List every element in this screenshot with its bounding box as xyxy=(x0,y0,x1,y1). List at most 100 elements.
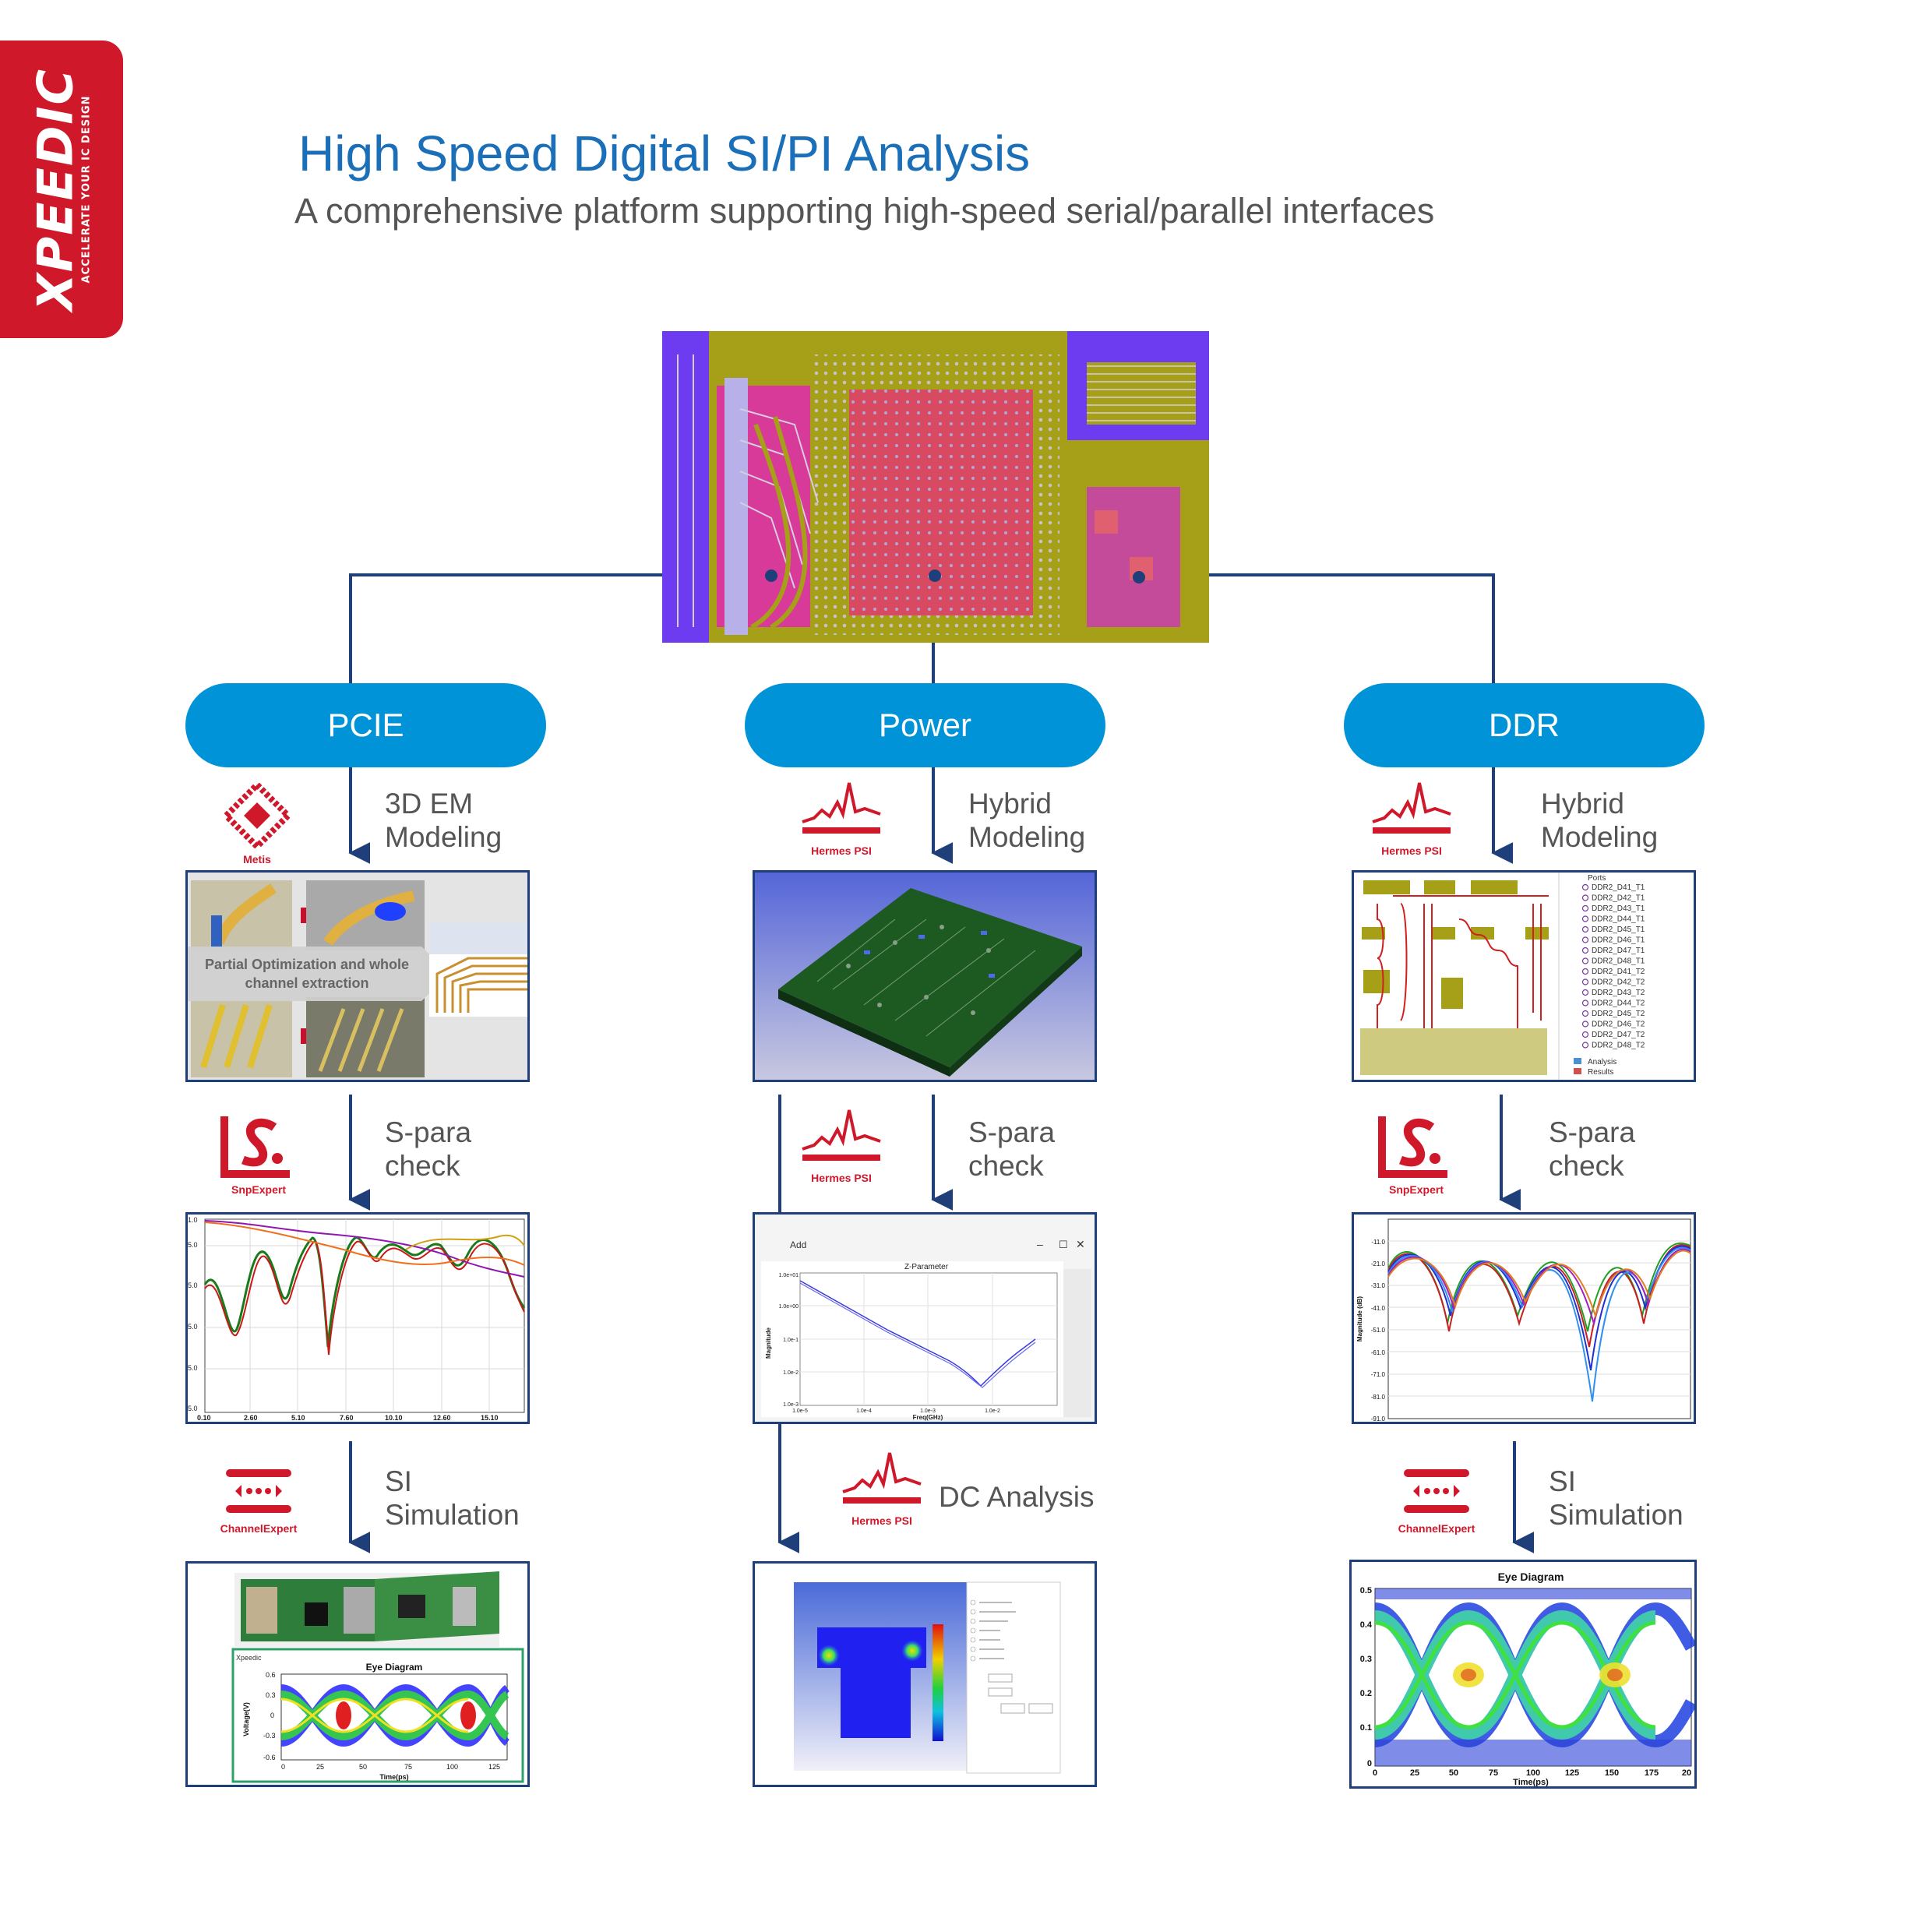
port-item[interactable]: DDR2_D45_T2 xyxy=(1592,1010,1645,1018)
eye-ytick: 0.3 xyxy=(266,1691,276,1699)
ddr-spara-ytick: -51.0 xyxy=(1371,1327,1386,1334)
ddr-eye-ytick: 0.3 xyxy=(1360,1655,1372,1664)
ddr-eye-xtick: 175 xyxy=(1645,1768,1659,1778)
ddr-spara-ylabel: Magnitude (dB) xyxy=(1356,1296,1363,1342)
hermes-icon xyxy=(795,779,888,841)
ddr-spara-ytick: -31.0 xyxy=(1371,1282,1386,1289)
pcb-layout-image xyxy=(662,331,1209,643)
ddr-spara-ytick: -11.0 xyxy=(1371,1239,1385,1246)
pcie-spara-ytick: 5.0 xyxy=(188,1282,198,1289)
zparam-xlabel: Freq(GHz) xyxy=(913,1414,943,1421)
hermes-logo-power-1: Hermes PSI xyxy=(795,779,888,857)
metis-logo-label: Metis xyxy=(210,853,304,866)
metis-logo: Metis xyxy=(210,783,304,866)
ddr-eye-xtick: 100 xyxy=(1526,1768,1540,1778)
pcie-spara-xtick: 2.60 xyxy=(244,1414,258,1422)
ddr-eye-xtick: 25 xyxy=(1410,1768,1419,1778)
ddr-eye-xtick: 150 xyxy=(1605,1768,1619,1778)
pcie-spara-xtick: 12.60 xyxy=(433,1414,451,1422)
hermes-logo-power-3: Hermes PSI xyxy=(835,1449,929,1527)
channelexpert-logo-label: ChannelExpert xyxy=(1390,1522,1483,1535)
ddr-eye-xtick: 50 xyxy=(1449,1768,1458,1778)
pcie-spara-ytick: 5.0 xyxy=(188,1323,198,1331)
pcie-si-simulation-panel: Xpeedic Eye Diagram Voltage(V) 0.6 0.3 0… xyxy=(185,1561,530,1787)
step-label-ddr-1: Hybrid Modeling xyxy=(1541,787,1658,854)
snpexpert-logo-label: SnpExpert xyxy=(1370,1183,1463,1196)
port-item[interactable]: DDR2_D48_T2 xyxy=(1592,1042,1645,1050)
close-icon: ✕ xyxy=(1076,1238,1085,1250)
ddr-eye-ytick: 0.1 xyxy=(1360,1723,1372,1733)
port-item[interactable]: DDR2_D42_T2 xyxy=(1592,978,1645,987)
step-label-ddr-2: S-para check xyxy=(1549,1116,1635,1183)
port-item[interactable]: DDR2_D47_T1 xyxy=(1592,947,1645,955)
metis-icon xyxy=(210,783,304,850)
eye-xlabel: Time(ps) xyxy=(379,1773,408,1781)
port-item[interactable]: DDR2_D48_T1 xyxy=(1592,957,1645,966)
pcie-spara-chart-panel: 1.0 5.0 5.0 5.0 5.0 5.0 0.10 2.60 5.10 7… xyxy=(185,1212,530,1424)
ddr-spara-ytick: -81.0 xyxy=(1371,1394,1386,1401)
pcie-spara-xtick: 5.10 xyxy=(291,1414,305,1422)
eye-ytick: -0.6 xyxy=(263,1754,276,1761)
zparam-title: Z-Parameter xyxy=(904,1263,949,1271)
port-item[interactable]: DDR2_D46_T1 xyxy=(1592,936,1645,945)
pcie-spara-xtick: 15.10 xyxy=(481,1414,499,1422)
port-item[interactable]: DDR2_D47_T2 xyxy=(1592,1031,1645,1039)
hermes-logo-label: Hermes PSI xyxy=(1365,844,1458,857)
snpexpert-logo-pcie: SnpExpert xyxy=(212,1110,305,1196)
step-label-pcie-1: 3D EM Modeling xyxy=(385,787,502,854)
eye-ytick: 0.6 xyxy=(266,1671,276,1679)
pcie-spara-ytick: 5.0 xyxy=(188,1241,198,1249)
pcie-spara-xtick: 0.10 xyxy=(197,1414,211,1422)
power-dc-analysis-panel xyxy=(753,1561,1097,1787)
eye-ylabel: Voltage(V) xyxy=(242,1702,250,1736)
port-item[interactable]: DDR2_D43_T2 xyxy=(1592,989,1645,997)
zparam-ytick: 1.0e+01 xyxy=(779,1273,799,1278)
pcie-spara-ytick: 5.0 xyxy=(188,1364,198,1372)
ddr-eye-ytick: 0.4 xyxy=(1360,1620,1373,1630)
snpexpert-logo-label: SnpExpert xyxy=(212,1183,305,1196)
tree-item-results: Results xyxy=(1588,1068,1613,1077)
port-item[interactable]: DDR2_D45_T1 xyxy=(1592,925,1645,934)
ddr-spara-ytick: -41.0 xyxy=(1371,1305,1386,1312)
ddr-spara-ytick: -71.0 xyxy=(1371,1371,1386,1378)
step-label-power-1: Hybrid Modeling xyxy=(968,787,1085,854)
ddr-eye-ytick: 0.5 xyxy=(1360,1586,1372,1595)
hermes-logo-label: Hermes PSI xyxy=(795,1172,888,1184)
ddr-spara-chart-panel: -11.0 -21.0 -31.0 -41.0 -51.0 -61.0 -71.… xyxy=(1352,1212,1696,1424)
zparam-ytick: 1.0e-1 xyxy=(783,1338,799,1343)
step-label-power-2: S-para check xyxy=(968,1116,1055,1183)
power-zparam-panel: Add ☐ ✕ – Z-Parameter 1.0e+01 1.0e+00 1.… xyxy=(753,1212,1097,1424)
eye-logo: Xpeedic xyxy=(236,1654,262,1662)
port-item[interactable]: DDR2_D43_T1 xyxy=(1592,904,1645,913)
zparam-ytick: 1.0e-3 xyxy=(783,1402,799,1408)
snpexpert-icon xyxy=(1370,1110,1463,1180)
port-item[interactable]: DDR2_D46_T2 xyxy=(1592,1021,1645,1029)
channelexpert-logo-pcie: ChannelExpert xyxy=(212,1465,305,1535)
ddr-spara-ytick: -61.0 xyxy=(1371,1349,1386,1356)
channelexpert-logo-label: ChannelExpert xyxy=(212,1522,305,1535)
step-label-ddr-3: SI Simulation xyxy=(1549,1465,1683,1532)
zparam-ytick: 1.0e+00 xyxy=(779,1304,799,1310)
ddr-eye-diagram-panel: Eye Diagram 0.5 0.4 0.3 0.2 0.1 0 0 25 5… xyxy=(1349,1560,1697,1789)
eye-xtick: 0 xyxy=(281,1763,285,1771)
port-item[interactable]: DDR2_D44_T2 xyxy=(1592,999,1645,1008)
port-item[interactable]: DDR2_D41_T1 xyxy=(1592,883,1645,892)
eye-xtick: 125 xyxy=(488,1763,500,1771)
port-item[interactable]: DDR2_D44_T1 xyxy=(1592,915,1645,924)
zparam-xtick: 1.0e-3 xyxy=(920,1408,936,1414)
pcie-em-modeling-panel: Partial Optimization and whole channel e… xyxy=(185,870,530,1082)
zparam-xtick: 1.0e-2 xyxy=(985,1408,1000,1414)
ddr-eye-xlabel: Time(ps) xyxy=(1513,1778,1549,1786)
hermes-icon xyxy=(1365,779,1458,841)
ddr-eye-xtick: 125 xyxy=(1565,1768,1579,1778)
snpexpert-logo-ddr: SnpExpert xyxy=(1370,1110,1463,1196)
window-title: Add xyxy=(790,1239,806,1250)
port-item[interactable]: DDR2_D41_T2 xyxy=(1592,968,1645,976)
step-label-pcie-3: SI Simulation xyxy=(385,1465,520,1532)
minimize-icon: – xyxy=(1037,1238,1043,1250)
ddr-eye-ytick: 0 xyxy=(1367,1759,1372,1768)
zparam-xtick: 1.0e-5 xyxy=(792,1408,808,1414)
port-item[interactable]: DDR2_D42_T1 xyxy=(1592,894,1645,903)
pcie-spara-xtick: 10.10 xyxy=(385,1414,403,1422)
